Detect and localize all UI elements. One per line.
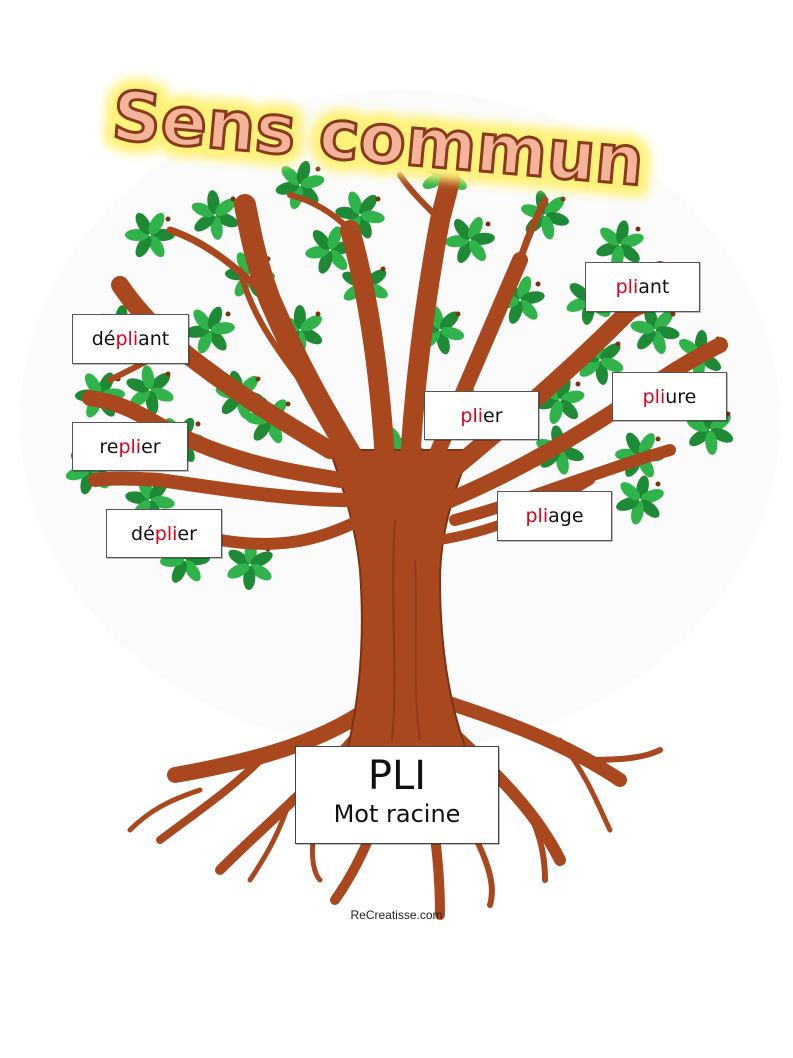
root-word-box: PLI Mot racine xyxy=(295,746,499,844)
root-caption: Mot racine xyxy=(333,800,461,828)
branches xyxy=(82,170,728,550)
word-suffix: er xyxy=(177,522,197,545)
leaf-cluster xyxy=(535,375,585,425)
word-root: pli xyxy=(154,522,178,545)
leaf-cluster xyxy=(275,160,325,210)
word-suffix: er xyxy=(483,404,503,427)
leaf-cluster xyxy=(185,306,235,354)
word-prefix: dé xyxy=(91,328,116,350)
background-halo xyxy=(20,90,780,750)
leaf-cluster xyxy=(616,475,664,525)
leaf-cluster xyxy=(125,212,175,258)
word-suffix: ure xyxy=(665,385,697,408)
word-suffix: ant xyxy=(638,276,670,298)
leaf-cluster xyxy=(191,190,239,240)
word-root: pli xyxy=(118,435,142,458)
leaf-cluster xyxy=(126,365,174,415)
word-root: pli xyxy=(525,505,549,527)
leaf-cluster xyxy=(445,217,495,263)
word-suffix: er xyxy=(141,435,161,458)
word-prefix: dé xyxy=(131,522,155,545)
credit-text: ReCreatisse.com xyxy=(350,908,443,922)
word-suffix: ant xyxy=(138,328,170,350)
word-suffix: age xyxy=(548,505,584,527)
word-root: pli xyxy=(460,404,484,427)
word-root: pli xyxy=(642,385,666,408)
word-root: pli xyxy=(615,276,639,298)
root-word: PLI xyxy=(367,753,427,799)
word-root: pli xyxy=(115,328,139,350)
word-prefix: re xyxy=(99,435,119,458)
leaf-cluster xyxy=(596,220,644,270)
